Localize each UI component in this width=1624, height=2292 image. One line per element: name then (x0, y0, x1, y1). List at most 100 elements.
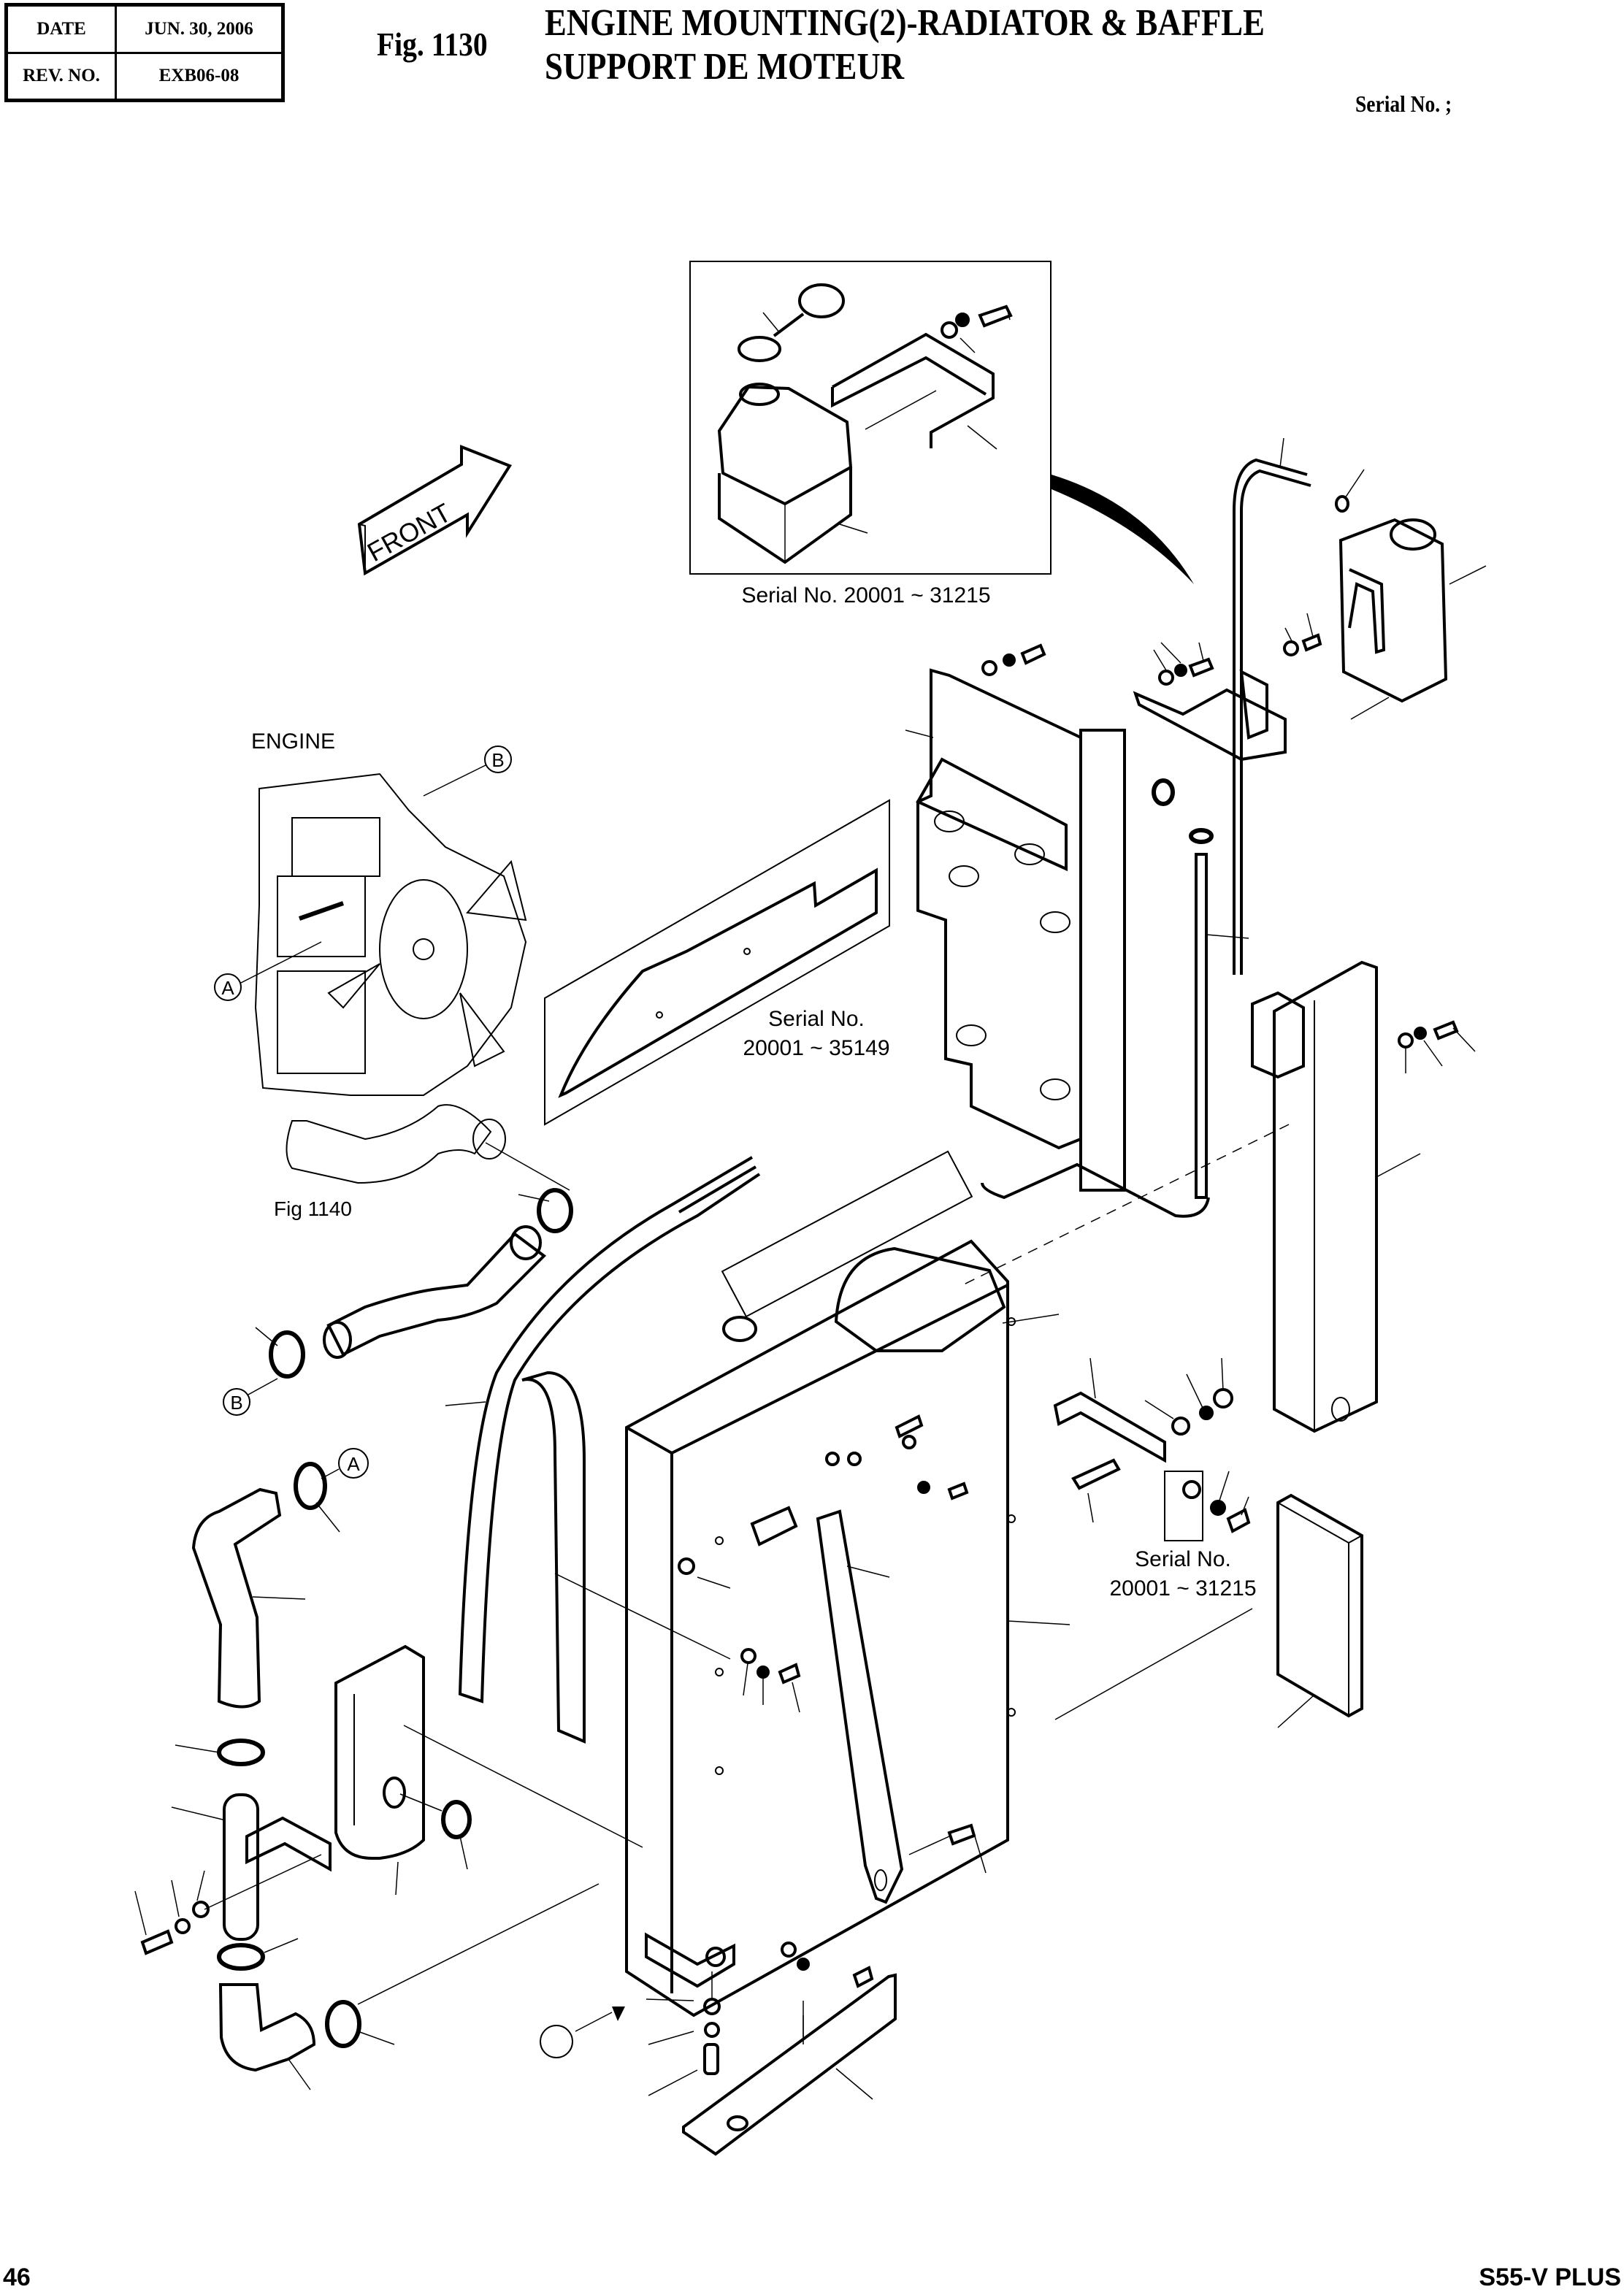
front-direction-arrow: FRONT (357, 445, 512, 576)
side-cover[interactable] (334, 1644, 643, 1896)
support-bracket-group[interactable]: Serial No. 20001 ~ 31215 (1053, 1357, 1257, 1601)
callout-a-lower: A (321, 1448, 369, 1479)
bolt (947, 1823, 976, 1846)
bolt (1071, 1458, 1121, 1490)
bolt (978, 304, 1013, 328)
svg-text:A: A (221, 977, 234, 999)
serial-number-header: Serial No. ; (1355, 91, 1452, 117)
bolt (852, 1966, 874, 1988)
page-number: 46 (3, 2264, 31, 2291)
spring-washer (1210, 1500, 1226, 1516)
spring-washer (917, 1481, 930, 1494)
hose-clamp (217, 1739, 265, 1766)
spring-washer (1003, 654, 1016, 667)
callout-a: A (214, 941, 322, 1001)
grommet (1152, 778, 1175, 806)
washer (1182, 1480, 1201, 1499)
mount-beam[interactable] (682, 1973, 897, 2156)
engine-label: ENGINE (251, 729, 335, 754)
stay-rod[interactable] (678, 1506, 904, 1904)
washer (1398, 1032, 1414, 1049)
reservoir-cap (1390, 518, 1436, 551)
rev-label: REV. NO. (5, 51, 117, 101)
washer-inset-caption-line2: 20001 ~ 31215 (1109, 1576, 1256, 1601)
spring-washer (175, 1918, 191, 1934)
hose-clamp (1335, 495, 1349, 513)
overflow-hose[interactable] (1233, 458, 1308, 975)
spring-washer (797, 1958, 810, 1971)
callout-b-lower: B (223, 1378, 278, 1416)
model-name: S55-V PLUS (1479, 2264, 1621, 2291)
bolt (140, 1929, 174, 1955)
reservoir-tank-inset: Serial No. 20001 ~ 31215 (689, 261, 1052, 608)
hose-clamp (294, 1462, 327, 1510)
washer (1158, 670, 1174, 686)
tank-bracket[interactable] (1133, 688, 1287, 762)
reservoir-cap[interactable] (798, 283, 845, 318)
svg-text:B: B (491, 749, 504, 771)
hose-clamp (269, 1188, 573, 1379)
lower-elbow-hose (218, 1983, 316, 2072)
bolt (1433, 1020, 1459, 1040)
side-seal-strip (1079, 729, 1126, 1192)
washer (740, 1648, 757, 1664)
reservoir-tank[interactable] (717, 385, 853, 506)
washer (825, 1452, 840, 1466)
support-bracket[interactable] (1053, 1391, 1166, 1463)
radiator-tank-top (721, 1150, 973, 1318)
bolt (703, 2043, 719, 2075)
date-value: JUN. 30, 2006 (115, 4, 284, 54)
radiator[interactable] (625, 1150, 1070, 2037)
upper-hose-reference: Fig 1140 (274, 1104, 570, 1220)
baffle-seal-strips[interactable] (445, 1156, 761, 1744)
hose-clamp (325, 2000, 361, 2048)
bolt (1188, 657, 1214, 678)
baffle-plate[interactable] (558, 867, 878, 1098)
page-title-french: SUPPORT DE MOTEUR (545, 46, 905, 88)
reservoir-tank[interactable] (1338, 518, 1448, 703)
drain-hose (1195, 853, 1208, 1199)
view-callout-circle (540, 2025, 573, 2058)
figure-number: Fig. 1130 (377, 26, 488, 63)
cap-seal-ring (738, 336, 781, 362)
bolt (947, 1482, 969, 1500)
reservoir-tank-assembly[interactable] (981, 437, 1487, 1218)
lower-radiator-hose[interactable]: A (134, 1448, 600, 2090)
upper-radiator-hose[interactable]: B (223, 1188, 573, 1416)
inset-frame (689, 261, 1052, 575)
washer (981, 660, 997, 676)
bolt (1020, 643, 1046, 665)
bolt (895, 1414, 924, 1438)
lower-mount[interactable] (540, 1823, 987, 2156)
tank-bracket[interactable] (832, 332, 995, 448)
svg-text:B: B (230, 1392, 242, 1414)
shroud[interactable] (905, 643, 1175, 1192)
seal-block[interactable] (1054, 1493, 1363, 1728)
washer (1171, 1417, 1190, 1436)
mid-fasteners (554, 1573, 801, 1713)
washer (703, 1998, 721, 2015)
spring-washer (704, 2022, 720, 2038)
spring-washer (1414, 1027, 1427, 1040)
washer (781, 1942, 797, 1958)
hose-clamp (217, 1943, 265, 1971)
bolt (1301, 633, 1322, 652)
inset-pointer (1052, 475, 1194, 584)
hose-clamp (1189, 828, 1214, 844)
spring-washer (1199, 1406, 1214, 1420)
radiator-cap[interactable] (722, 1316, 757, 1342)
washer (192, 1901, 210, 1918)
pipe[interactable] (223, 1793, 259, 1941)
washer-inset-caption-line1: Serial No. (1135, 1547, 1231, 1571)
washer (902, 1435, 916, 1449)
page-title-english: ENGINE MOUNTING(2)-RADIATOR & BAFFLE (545, 2, 1265, 44)
right-side-cover[interactable] (962, 960, 1476, 1433)
bolt (1226, 1508, 1251, 1533)
baffle-plate-inset: Serial No. 20001 ~ 35149 (544, 799, 890, 1126)
pipe-bracket[interactable] (245, 1816, 332, 1872)
inset-frame (544, 799, 890, 1126)
engine-illustration: ENGINE B A (214, 729, 527, 1096)
rev-value: EXB06-08 (115, 51, 284, 101)
spring-washer (757, 1666, 770, 1679)
